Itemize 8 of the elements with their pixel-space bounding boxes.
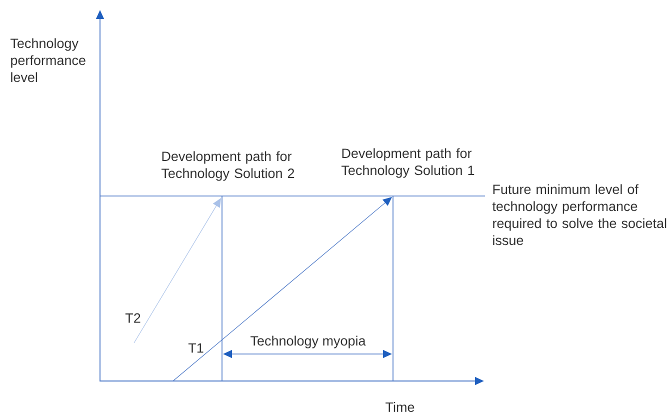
- annotation-text: Future minimum level of technology performance required to solve the societal issue: [492, 184, 666, 246]
- dimension-label: Technology myopia: [250, 336, 366, 348]
- axis-title: Time: [386, 402, 414, 412]
- line-label: T2: [125, 313, 140, 323]
- axis-title: Technology performance level: [10, 38, 86, 82]
- annotation-text: Development path for Technology Solution 2: [162, 151, 294, 181]
- annotation-text: Development path for Technology Solution 1: [342, 148, 474, 178]
- line-label: T1: [188, 343, 204, 353]
